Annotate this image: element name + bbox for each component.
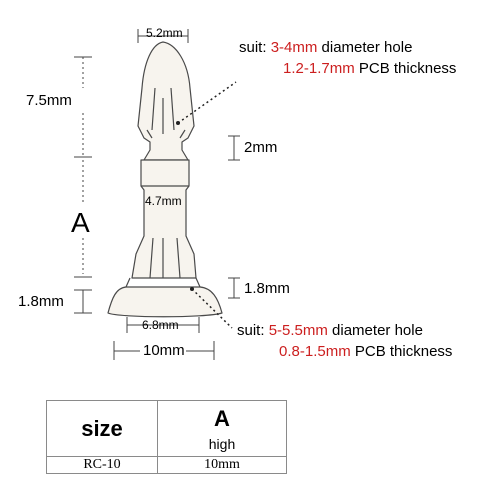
dim-top-width-label: 5.2mm — [146, 26, 183, 40]
dim-head-height-label: 7.5mm — [26, 92, 72, 109]
note-bottom-hole-text: diameter hole — [327, 322, 423, 339]
note-top-pcb-text: PCB thickness — [354, 60, 457, 77]
rivet-shaft — [131, 159, 197, 279]
size-table: size A high RC-10 10mm — [46, 400, 287, 474]
table-row: RC-10 10mm — [46, 456, 287, 474]
note-bottom-prefix: suit: — [237, 322, 269, 339]
header-size-cell: size — [46, 400, 158, 457]
dim-overall-label: A — [71, 207, 90, 238]
note-top-prefix: suit: — [239, 39, 271, 56]
note-bottom-pcb-text: PCB thickness — [350, 343, 453, 360]
dim-flange-inner-label: 6.8mm — [142, 318, 179, 332]
note-bottom-line1: suit: 5-5.5mm diameter hole — [237, 323, 423, 338]
note-top-hole-value: 3-4mm — [270, 39, 318, 56]
dim-flange-outer-label: 10mm — [143, 342, 185, 359]
dim-lower-gap-label: 1.8mm — [244, 280, 290, 297]
row-model: RC-10 — [46, 456, 158, 474]
note-top-line1: suit: 3-4mm diameter hole — [239, 40, 412, 55]
note-top-pcb-value: 1.2-1.7mm — [283, 60, 355, 77]
header-a-cell: A high — [157, 400, 287, 457]
rivet-body — [107, 41, 223, 318]
note-bottom-line2: 0.8-1.5mm PCB thickness — [279, 344, 452, 359]
dim-neck-gap-label: 2mm — [244, 139, 278, 156]
size-table-header: size A high — [46, 400, 287, 457]
dim-flange-thickness-label: 1.8mm — [18, 293, 64, 310]
dim-shaft-width-label: 4.7mm — [145, 194, 182, 208]
header-a-sub: high — [208, 435, 236, 452]
note-top-hole-text: diameter hole — [317, 39, 413, 56]
note-bottom-pcb-value: 0.8-1.5mm — [279, 343, 351, 360]
note-bottom-hole-value: 5-5.5mm — [268, 322, 328, 339]
note-top-line2: 1.2-1.7mm PCB thickness — [283, 61, 456, 76]
row-value: 10mm — [157, 456, 287, 474]
header-a: A — [214, 405, 230, 431]
header-size: size — [81, 415, 123, 441]
leader-bottom — [191, 288, 233, 329]
rivet-flange — [107, 286, 223, 318]
leader-top — [177, 81, 237, 124]
rivet-head — [137, 41, 195, 161]
